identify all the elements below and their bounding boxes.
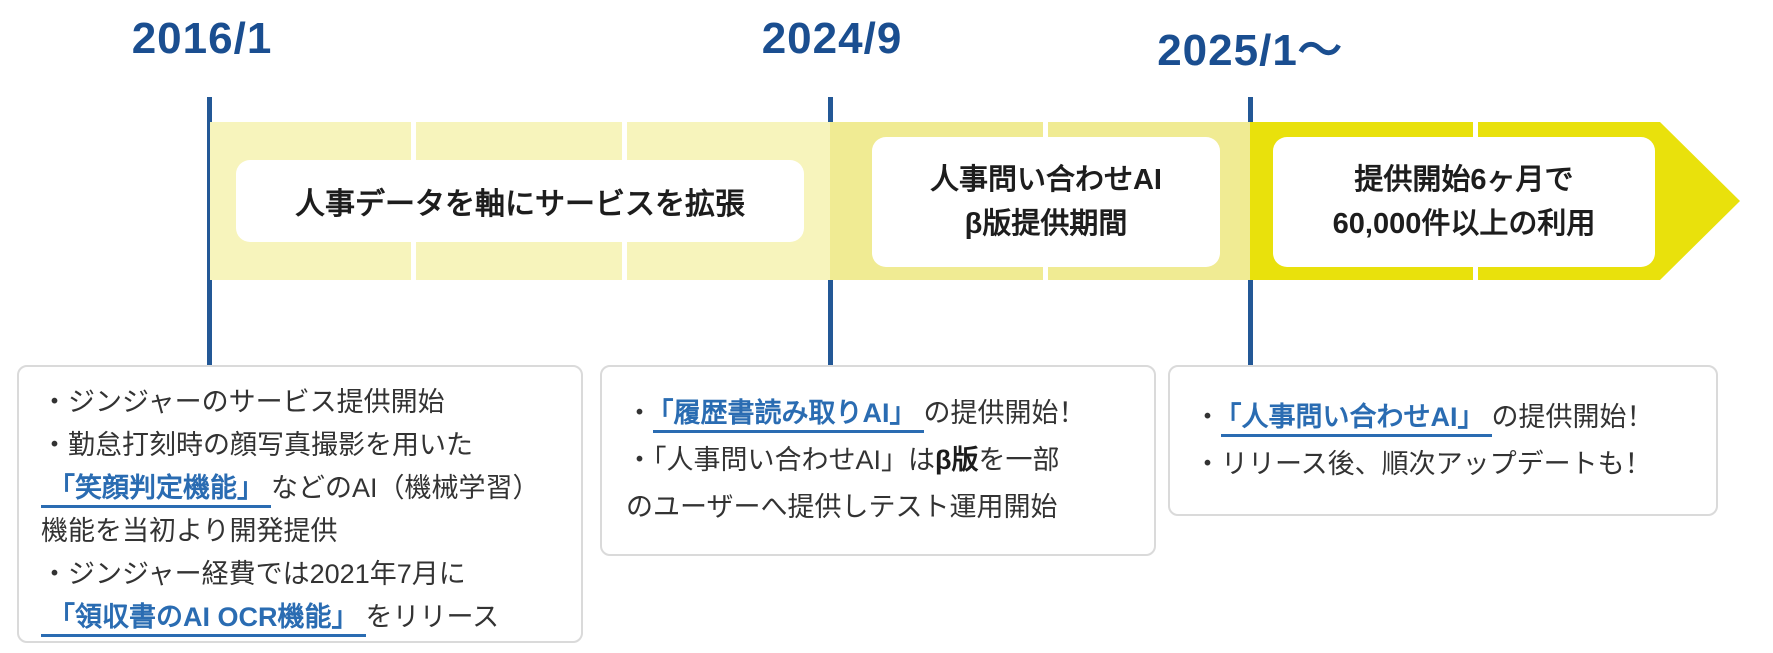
- text-line: 人事データを軸にサービスを拡張: [295, 179, 745, 223]
- text-line: 60,000件以上の利用: [1333, 202, 1596, 246]
- text-line: ・勤怠打刻時の顔写真撮影を用いた: [41, 424, 559, 467]
- text-segment: β版提供期間: [964, 208, 1128, 240]
- text-link[interactable]: 「人事問い合わせAI」: [1221, 401, 1492, 437]
- connector-line-2016: [207, 97, 212, 365]
- text-link[interactable]: 「領収書のAI OCR機能」: [41, 602, 366, 637]
- text-line: ・「人事問い合わせAI」の提供開始！: [1194, 394, 1692, 441]
- text-line: ・ジンジャー経費では2021年7月に: [41, 553, 559, 596]
- date-label-2024: 2024/9: [761, 14, 903, 63]
- band-label-usage: 提供開始6ヶ月で 60,000件以上の利用: [1273, 137, 1655, 267]
- text-segment: を一部: [978, 445, 1060, 475]
- text-segment: ・: [1194, 401, 1221, 432]
- text-segment: ・リリース後、順次アップデートも！: [1194, 448, 1652, 479]
- text-segment: 人事問い合わせAI: [929, 164, 1162, 196]
- text-line: ・リリース後、順次アップデートも！: [1194, 441, 1692, 488]
- text-segment: ・ジンジャーのサービス提供開始: [41, 387, 445, 417]
- arrow-right-icon: [1660, 122, 1740, 280]
- text-segment: 提供開始6ヶ月で: [1354, 164, 1574, 196]
- text-segment: のユーザーへ提供しテスト運用開始: [626, 492, 1058, 522]
- text-segment: 人事データを軸にサービスを拡張: [295, 188, 745, 221]
- text-segment: の提供開始！: [923, 398, 1086, 428]
- timeline-band: 人事データを軸にサービスを拡張 人事問い合わせAI β版提供期間 提供開始6ヶ月で…: [210, 122, 1740, 280]
- text-line: 「笑顔判定機能」などのAI（機械学習）: [41, 467, 559, 510]
- band-label-expansion: 人事データを軸にサービスを拡張: [236, 160, 804, 242]
- date-label-2025: 2025/1〜: [1157, 26, 1343, 75]
- detail-box-2025: ・「人事問い合わせAI」の提供開始！ ・リリース後、順次アップデートも！: [1168, 365, 1718, 516]
- band-label-beta-period: 人事問い合わせAI β版提供期間: [872, 137, 1220, 267]
- text-link[interactable]: 「履歴書読み取りAI」: [653, 398, 924, 433]
- text-segment: ・ジンジャー経費では2021年7月に: [41, 559, 466, 589]
- text-segment: 機能を当初より開発提供: [41, 516, 338, 546]
- text-segment: ・勤怠打刻時の顔写真撮影を用いた: [41, 430, 473, 460]
- text-line: ・ジンジャーのサービス提供開始: [41, 381, 559, 424]
- text-line: 人事問い合わせAI: [930, 158, 1162, 202]
- text-segment: などのAI（機械学習）: [271, 473, 540, 503]
- detail-box-2016: ・ジンジャーのサービス提供開始・勤怠打刻時の顔写真撮影を用いた「笑顔判定機能」な…: [17, 365, 583, 643]
- text-line: β版提供期間: [965, 202, 1128, 246]
- text-segment: 60,000件以上の利用: [1332, 208, 1596, 240]
- text-segment: β版: [935, 445, 979, 475]
- text-link[interactable]: 「笑顔判定機能」: [41, 473, 271, 508]
- text-line: ・「人事問い合わせAI」はβ版を一部: [626, 437, 1130, 484]
- detail-box-2024: ・「履歴書読み取りAI」の提供開始！・「人事問い合わせAI」はβ版を一部のユーザ…: [600, 365, 1156, 556]
- text-segment: ・「人事問い合わせAI」は: [626, 445, 936, 475]
- text-line: 「領収書のAI OCR機能」をリリース: [41, 596, 559, 639]
- text-segment: の提供開始！: [1491, 401, 1654, 432]
- text-line: 提供開始6ヶ月で: [1354, 158, 1573, 202]
- date-label-2016: 2016/1: [131, 14, 273, 63]
- text-line: 機能を当初より開発提供: [41, 510, 559, 553]
- text-line: ・「履歴書読み取りAI」の提供開始！: [626, 390, 1130, 437]
- text-segment: ・: [626, 398, 653, 428]
- text-line: のユーザーへ提供しテスト運用開始: [626, 484, 1130, 531]
- text-segment: をリリース: [365, 602, 500, 632]
